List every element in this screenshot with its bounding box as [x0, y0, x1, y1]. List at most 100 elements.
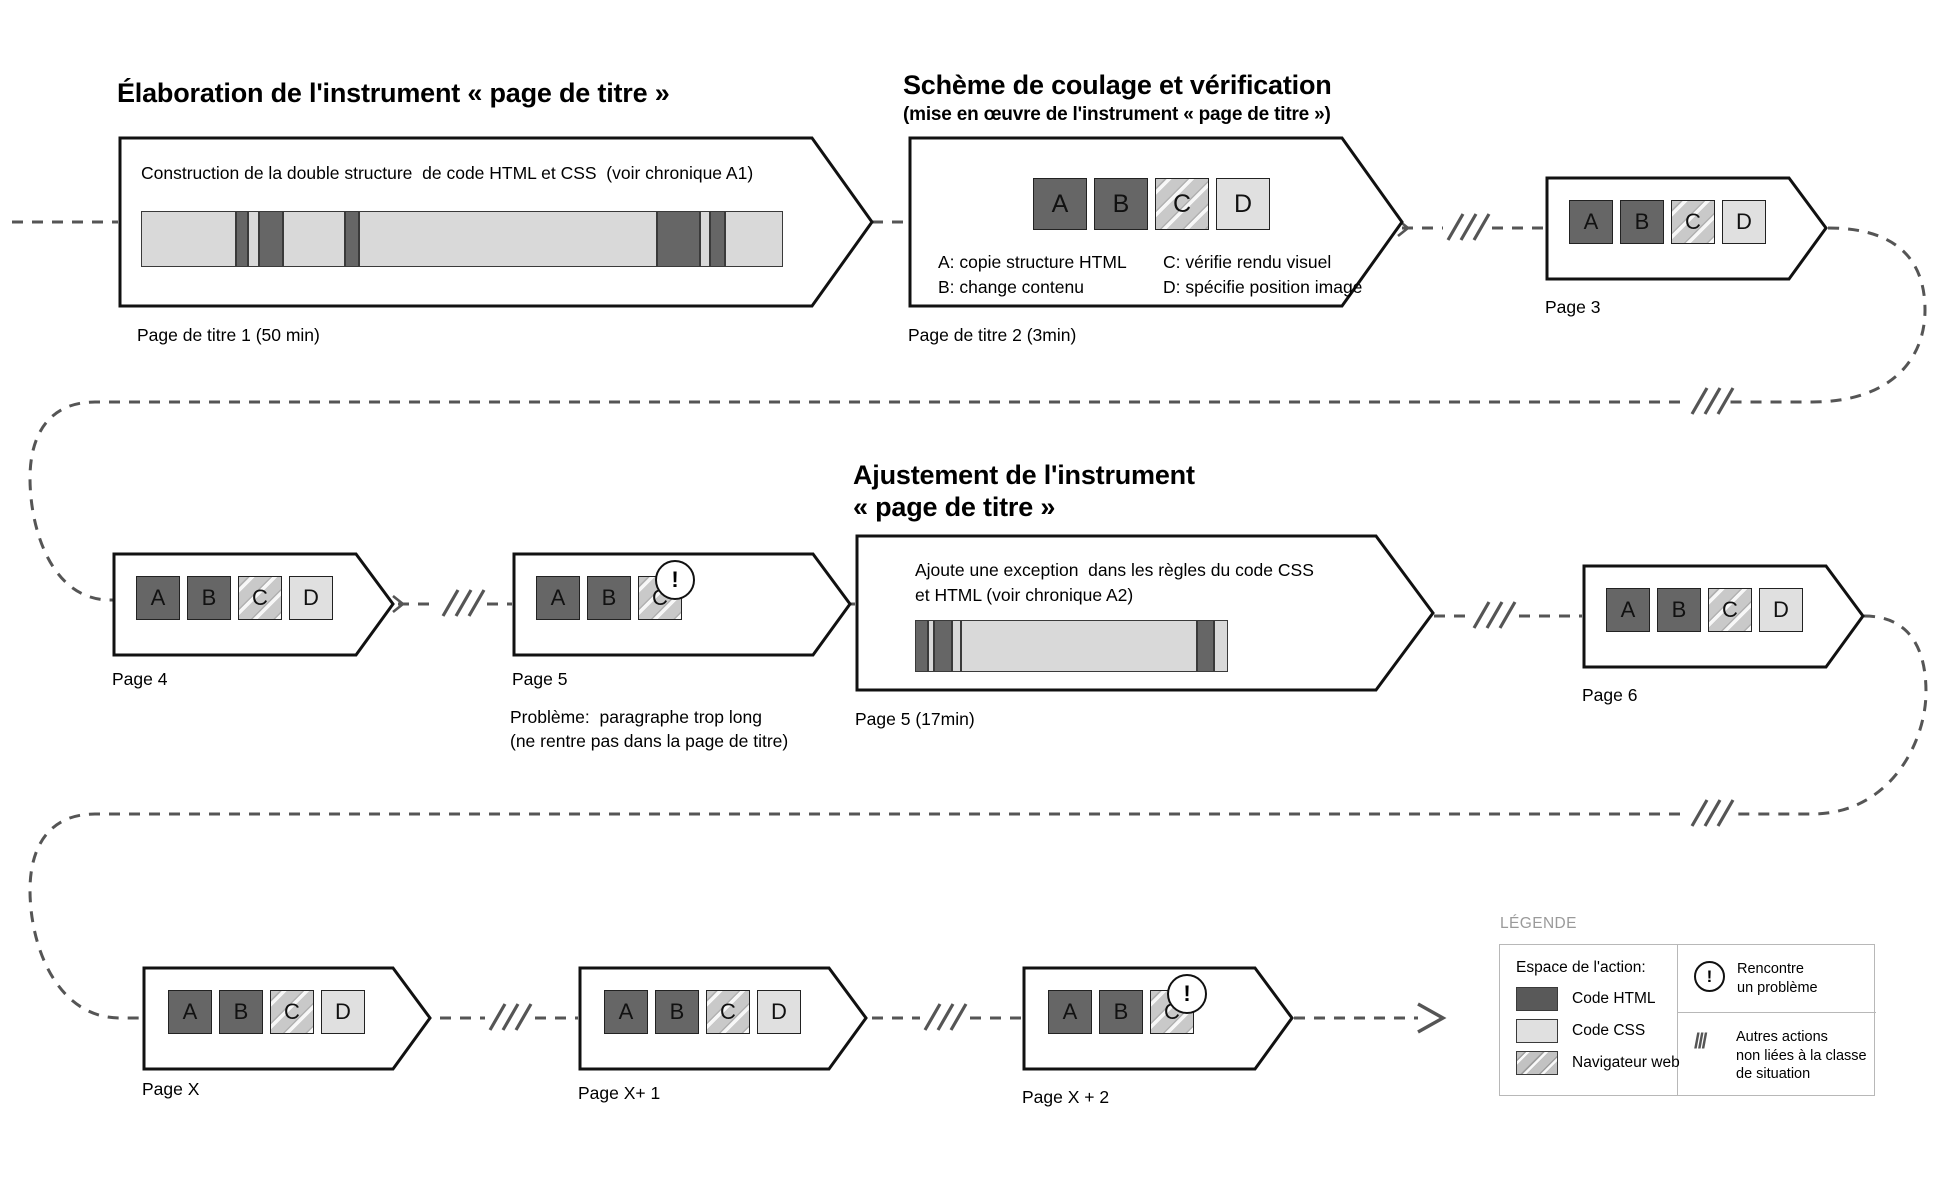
caption-page-5-17min: Page 5 (17min): [855, 709, 975, 729]
node-page-x[interactable]: A B C D: [142, 966, 432, 1071]
legend-symbols: ! Rencontre un problème /// Autres actio…: [1678, 945, 1876, 1095]
action-square-B[interactable]: B: [187, 576, 231, 620]
action-square-D[interactable]: D: [1759, 588, 1803, 632]
action-square-B[interactable]: B: [1094, 178, 1148, 230]
caption-page-de-titre-2: Page de titre 2 (3min): [908, 325, 1077, 345]
action-squares: A B C D: [1569, 200, 1766, 244]
caption-page-x-plus-2: Page X + 2: [1022, 1087, 1110, 1107]
caption-page-5: Page 5: [512, 669, 568, 689]
action-squares: A B C D: [136, 576, 333, 620]
swatch-code-html-icon: [1516, 987, 1558, 1011]
legend-item-other-actions: /// Autres actions non liées à la classe…: [1678, 1013, 1876, 1099]
action-square-C[interactable]: C: [706, 990, 750, 1034]
problem-note-page-5: Problème: paragraphe trop long (ne rentr…: [510, 707, 789, 751]
action-square-A[interactable]: A: [136, 576, 180, 620]
node-page-de-titre-2[interactable]: A B C D A: copie structure HTML B: chang…: [908, 136, 1404, 308]
node-page-x-plus-1[interactable]: A B C D: [578, 966, 868, 1071]
node-page-5-17min[interactable]: Ajoute une exception dans les règles du …: [855, 534, 1435, 692]
warning-icon[interactable]: !: [655, 560, 695, 600]
legend-label-problem: Rencontre un problème: [1737, 961, 1818, 996]
heading-ajustement-line2: « page de titre »: [853, 492, 1056, 522]
action-square-A[interactable]: A: [604, 990, 648, 1034]
heading-scheme-line2: (mise en œuvre de l'instrument « page de…: [903, 104, 1331, 125]
action-squares: A B C D: [168, 990, 365, 1034]
legend-box: Espace de l'action: Code HTML Code CSS N…: [1499, 944, 1876, 1096]
legend-item-code-css: Code CSS: [1516, 1019, 1661, 1043]
action-square-B[interactable]: B: [1620, 200, 1664, 244]
action-square-A[interactable]: A: [168, 990, 212, 1034]
bar-segment-css: [725, 211, 783, 267]
action-squares: A B C D: [604, 990, 801, 1034]
heading-elaboration: Élaboration de l'instrument « page de ti…: [117, 78, 670, 108]
legend-key-left: A: copie structure HTML B: change conten…: [938, 252, 1127, 298]
node-page-6[interactable]: A B C D: [1582, 564, 1865, 669]
bar-segment-html: [934, 620, 952, 672]
legend-title: LÉGENDE: [1500, 915, 1577, 932]
code-timeline-bar: [915, 620, 1228, 672]
bar-segment-html: [345, 211, 359, 267]
node-body-text: Ajoute une exception dans les règles du …: [915, 560, 1314, 606]
action-square-B[interactable]: B: [655, 990, 699, 1034]
action-square-B[interactable]: B: [1099, 990, 1143, 1034]
action-square-C[interactable]: C: [238, 576, 282, 620]
action-square-B[interactable]: B: [587, 576, 631, 620]
action-square-B[interactable]: B: [1657, 588, 1701, 632]
action-square-B[interactable]: B: [219, 990, 263, 1034]
caption-page-de-titre-1: Page de titre 1 (50 min): [137, 325, 320, 345]
bar-segment-css: [961, 620, 1197, 672]
action-square-C[interactable]: C: [1155, 178, 1209, 230]
action-square-A[interactable]: A: [1569, 200, 1613, 244]
arrow-head-end: [1417, 1002, 1447, 1034]
bar-segment-css: [248, 211, 259, 267]
legend-item-navigateur-web: Navigateur web: [1516, 1051, 1680, 1075]
legend-action-space-header: Espace de l'action:: [1516, 959, 1646, 976]
bar-segment-html: [710, 211, 725, 267]
caption-page-6: Page 6: [1582, 685, 1638, 705]
legend-key-right: C: vérifie rendu visuel D: spécifie posi…: [1163, 252, 1363, 298]
action-square-A[interactable]: A: [536, 576, 580, 620]
legend-action-space: Espace de l'action: Code HTML Code CSS N…: [1500, 945, 1680, 1095]
action-square-A[interactable]: A: [1606, 588, 1650, 632]
slash-break-icon: ///: [1694, 1029, 1708, 1053]
swatch-navigateur-web-icon: [1516, 1051, 1558, 1075]
caption-page-x-plus-1: Page X+ 1: [578, 1083, 661, 1103]
action-square-D[interactable]: D: [321, 990, 365, 1034]
warning-icon[interactable]: !: [1167, 974, 1207, 1014]
caption-page-x: Page X: [142, 1079, 200, 1099]
action-square-D[interactable]: D: [1216, 178, 1270, 230]
bar-segment-html: [657, 211, 700, 267]
bar-segment-css: [1214, 620, 1228, 672]
caption-page-3: Page 3: [1545, 297, 1601, 317]
bar-segment-css: [359, 211, 657, 267]
node-page-3[interactable]: A B C D: [1545, 176, 1828, 281]
node-body-text: Construction de la double structure de c…: [141, 163, 754, 183]
action-square-A[interactable]: A: [1033, 178, 1087, 230]
warning-icon: !: [1694, 961, 1725, 992]
bar-segment-css: [141, 211, 236, 267]
action-square-D[interactable]: D: [757, 990, 801, 1034]
action-squares: A B C D: [1033, 178, 1270, 230]
heading-scheme-line1: Schème de coulage et vérification: [903, 70, 1332, 100]
bar-segment-html: [1197, 620, 1214, 672]
action-square-A[interactable]: A: [1048, 990, 1092, 1034]
legend-item-code-html: Code HTML: [1516, 987, 1661, 1011]
legend-item-problem: ! Rencontre un problème: [1678, 945, 1876, 1013]
node-page-de-titre-1[interactable]: Construction de la double structure de c…: [118, 136, 874, 308]
legend-label-code-html: Code HTML: [1572, 990, 1656, 1007]
action-square-D[interactable]: D: [289, 576, 333, 620]
bar-segment-css: [928, 620, 934, 672]
legend-label-code-css: Code CSS: [1572, 1022, 1646, 1039]
heading-ajustement-line1: Ajustement de l'instrument: [853, 460, 1195, 490]
node-page-4[interactable]: A B C D: [112, 552, 395, 657]
node-page-5[interactable]: A B C !: [512, 552, 852, 657]
action-square-C[interactable]: C: [270, 990, 314, 1034]
legend-label-navigateur-web: Navigateur web: [1572, 1054, 1680, 1071]
action-square-D[interactable]: D: [1722, 200, 1766, 244]
action-square-C[interactable]: C: [1671, 200, 1715, 244]
caption-page-4: Page 4: [112, 669, 168, 689]
action-square-C[interactable]: C: [1708, 588, 1752, 632]
legend-label-other-actions: Autres actions non liées à la classe de …: [1736, 1028, 1867, 1083]
bar-segment-css: [952, 620, 961, 672]
swatch-code-css-icon: [1516, 1019, 1558, 1043]
node-page-x-plus-2[interactable]: A B C !: [1022, 966, 1294, 1071]
